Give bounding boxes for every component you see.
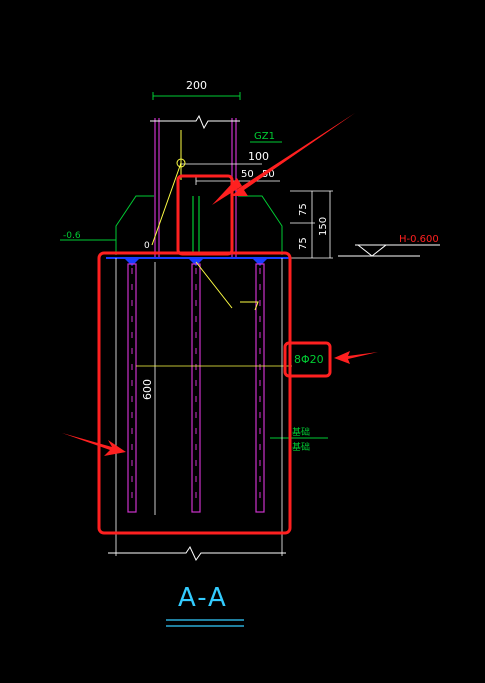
elevation-label: H-0.600	[399, 234, 439, 245]
dim-0-label: 0	[144, 241, 150, 251]
top-break-line	[150, 114, 240, 130]
rebar-spec-label: 8Φ20	[294, 353, 324, 366]
dim-600-label: 600	[141, 379, 154, 400]
upper-column	[154, 118, 237, 258]
right-note-1: 基础	[292, 426, 310, 438]
annotation-arrows	[62, 113, 378, 456]
dim-top-width	[152, 92, 241, 100]
bottom-break-line	[108, 545, 286, 561]
dim-200-label: 200	[186, 79, 207, 92]
dim-50b-label: 50	[262, 169, 275, 180]
dim-75b-label: 75	[298, 237, 309, 250]
column-tag-label: GZ1	[254, 131, 275, 142]
dim-right-heights	[290, 190, 333, 259]
annotation-boxes	[97, 174, 332, 535]
center-rebar	[192, 196, 200, 255]
yellow-leader-lower	[195, 261, 233, 309]
yellow-leader-bracket	[240, 301, 259, 311]
leader-diagonal	[151, 162, 182, 246]
elevation-marker	[338, 244, 440, 257]
section-title-underline	[166, 619, 244, 627]
cap-outline-right	[238, 195, 283, 255]
dim-75a-label: 75	[298, 203, 309, 216]
dim-150-label: 150	[318, 217, 329, 236]
lower-rebars	[127, 263, 265, 513]
dim-50a-label: 50	[241, 169, 254, 180]
section-title: A-A	[178, 583, 228, 613]
dim-100-label: 100	[248, 150, 269, 163]
right-note-2: 基础	[292, 441, 310, 453]
left-note-label: -0.6	[63, 231, 81, 241]
